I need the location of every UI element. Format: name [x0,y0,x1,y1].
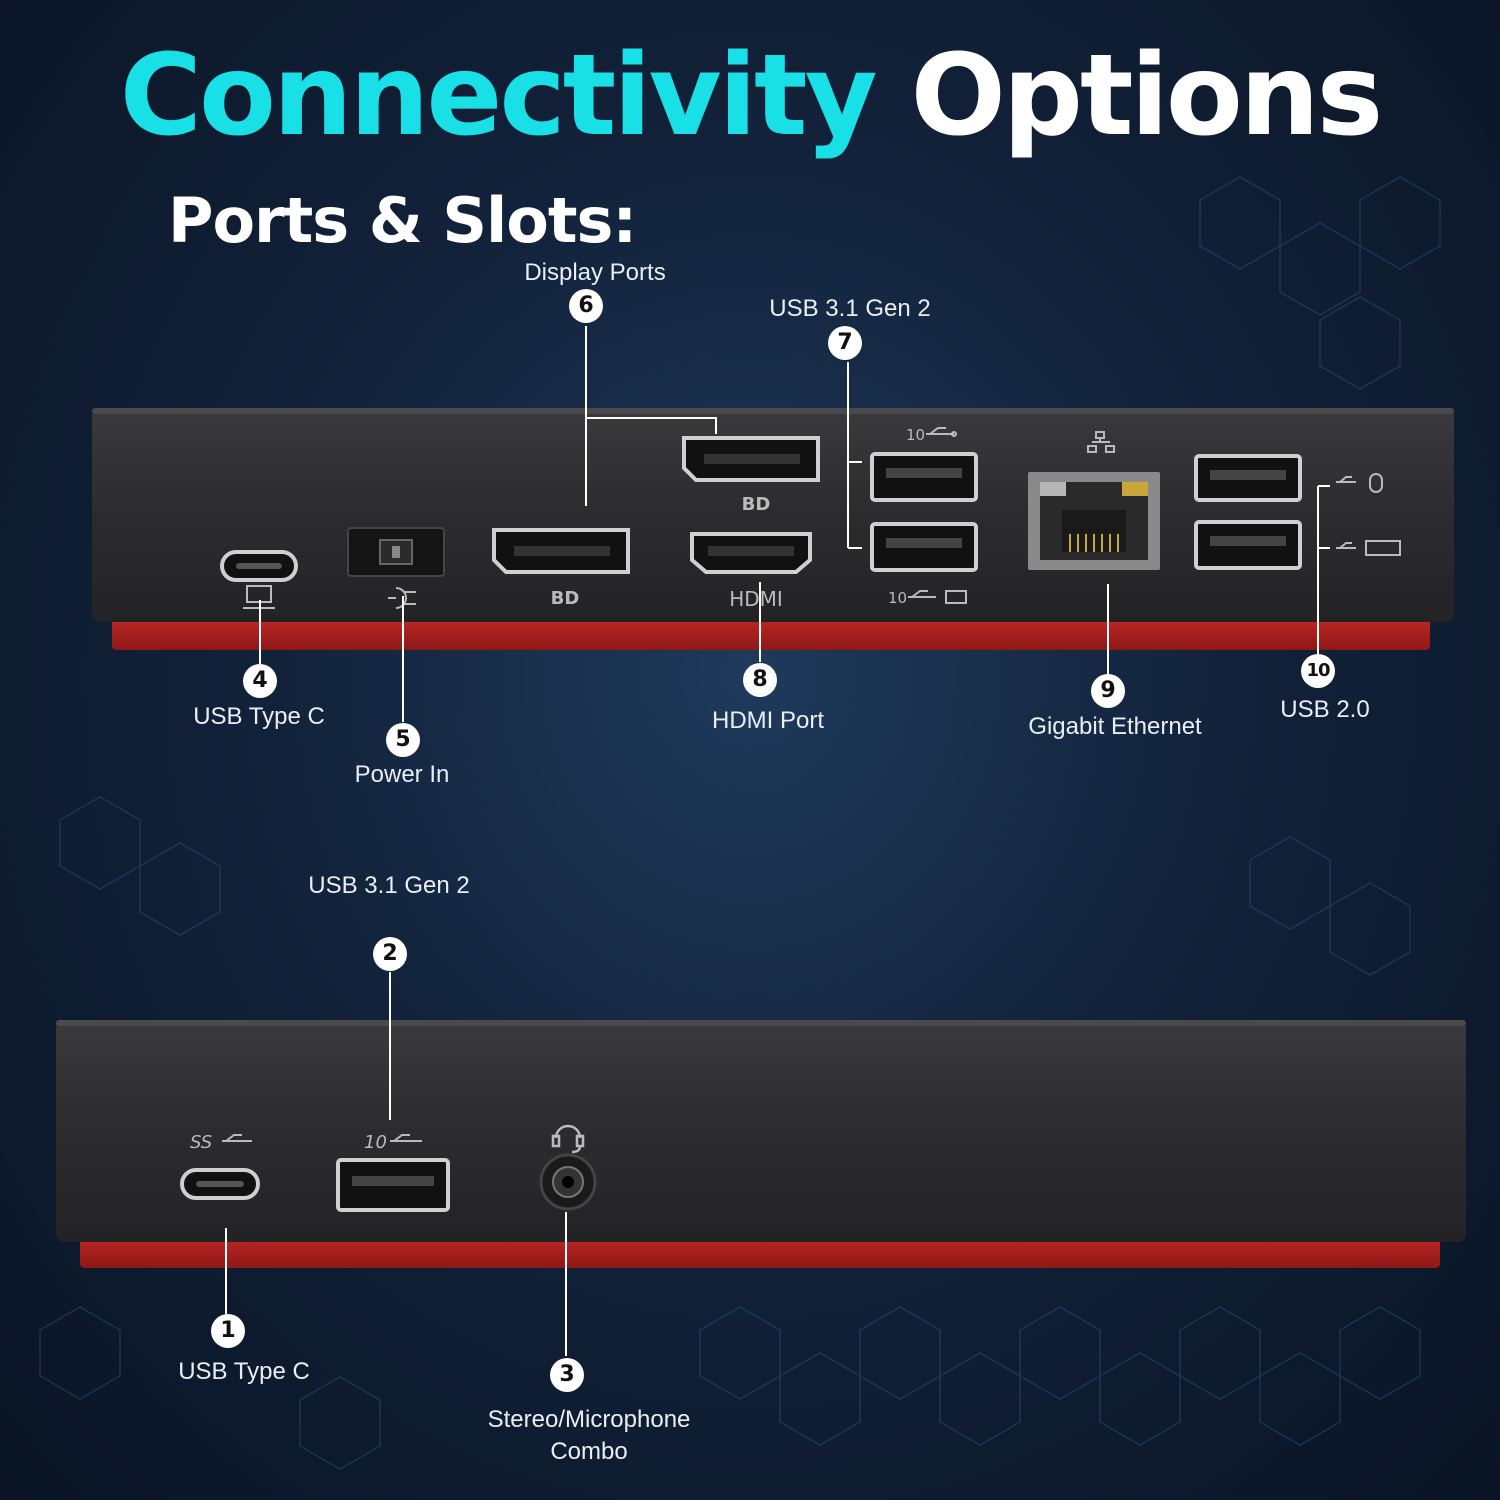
callout-label-power-in: Power In [354,761,450,788]
callout-label-display-ports: Display Ports [524,259,666,286]
hdmi-logo: HDMI [729,587,783,611]
title-part-options: Options [910,31,1384,161]
rear-dock: BD BD HDMI 10 10 [92,408,1454,650]
callout-label-usb31-rear: USB 3.1 Gen 2 [769,295,931,322]
callout-label-gigabit-ethernet: Gigabit Ethernet [1028,713,1202,740]
callout-badge-5: 5 [386,723,420,757]
callout-badge-10: 10 [1301,654,1335,688]
callout-label-usb20: USB 2.0 [1280,696,1370,723]
usb-icon [926,427,957,437]
callout-label-stereo-mic: Stereo/Microphone [487,1406,691,1433]
callout-label-stereo-mic-line2: Combo [550,1438,628,1465]
front-leader-lines [225,972,567,1356]
callout-badge-6: 6 [569,289,603,323]
title-part-connectivity: Connectivity [119,31,878,161]
callout-badge-2: 2 [373,937,407,971]
section-subtitle: Ports & Slots: [168,184,637,257]
keyboard-icon [1336,540,1401,556]
page-title: Connectivity Options [0,40,1500,152]
front-usb-icon [390,1134,422,1142]
headset-icon [551,1124,585,1154]
displayport-logo-upper: BD [742,494,771,515]
callout-badge-9: 9 [1091,674,1125,708]
callout-badge-1: 1 [211,1314,245,1348]
callout-badge-4: 4 [243,664,277,698]
front-usb-speed-label: 10 [364,1132,387,1153]
usb-speed-label-top: 10 [906,426,925,444]
callout-label-usb-type-c-front: USB Type C [178,1358,310,1385]
front-dock: SS 10 [56,1020,1466,1268]
rear-leader-lines [259,326,1330,722]
displayport-logo-lower: BD [551,588,580,609]
front-dock-body [56,1020,1466,1242]
mouse-icon [1336,473,1383,493]
callout-label-usb31-front: USB 3.1 Gen 2 [308,872,470,899]
callout-label-usb-type-c-rear: USB Type C [193,703,325,730]
usb-speed-label-bottom: 10 [888,589,907,607]
usb-charging-icon [908,590,967,604]
superspeed-usb-icon [222,1134,252,1142]
callout-badge-3: 3 [550,1358,584,1392]
power-plug-icon [388,587,416,609]
superspeed-label: SS [190,1132,212,1153]
network-icon [1087,431,1115,453]
callout-badge-8: 8 [743,663,777,697]
callout-label-hdmi-port: HDMI Port [711,707,825,734]
callout-badge-7: 7 [828,326,862,360]
